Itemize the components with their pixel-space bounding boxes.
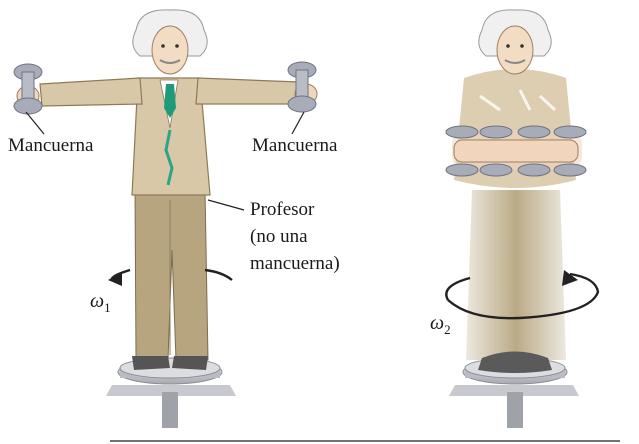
- right-figure: [445, 9, 600, 428]
- omega2-subscript: 2: [444, 322, 451, 337]
- pulled-in-dumbbells: [445, 125, 587, 177]
- left-arm: [39, 77, 143, 107]
- label-omega1: ω1: [90, 290, 111, 316]
- label-dumbbell-left: Mancuerna: [8, 135, 94, 156]
- leader-line-professor: [207, 199, 245, 211]
- left-figure: [13, 9, 318, 428]
- left-shoe: [132, 356, 170, 370]
- right-arm: [195, 77, 299, 105]
- leader-line-left-dumbbell: [25, 111, 45, 135]
- right-head: [478, 9, 552, 75]
- label-professor: Profesor (no una mancuerna): [250, 196, 340, 277]
- tie: [164, 84, 176, 118]
- left-jacket: [131, 77, 211, 196]
- label-professor-line1: Profesor: [250, 199, 315, 220]
- left-turntable: [106, 357, 236, 428]
- left-dumbbell: [13, 63, 43, 115]
- omega1-rotation-arrow: [108, 268, 233, 286]
- right-shoe: [172, 356, 208, 370]
- omega2-rotation-arrow: [445, 270, 600, 320]
- right-pants-blur: [466, 190, 566, 360]
- omega1-subscript: 1: [104, 300, 111, 315]
- label-professor-line3: mancuerna): [250, 253, 340, 274]
- left-pants: [134, 189, 209, 361]
- right-dumbbell: [287, 61, 317, 113]
- right-shoes-blur: [478, 351, 552, 373]
- omega1-symbol: ω: [90, 290, 105, 312]
- label-dumbbell-right: Mancuerna: [252, 135, 338, 156]
- label-omega2: ω2: [430, 312, 451, 338]
- left-head: [132, 9, 208, 75]
- leader-line-right-dumbbell: [291, 111, 305, 135]
- omega2-symbol: ω: [430, 312, 445, 334]
- label-professor-line2: (no una: [250, 226, 308, 247]
